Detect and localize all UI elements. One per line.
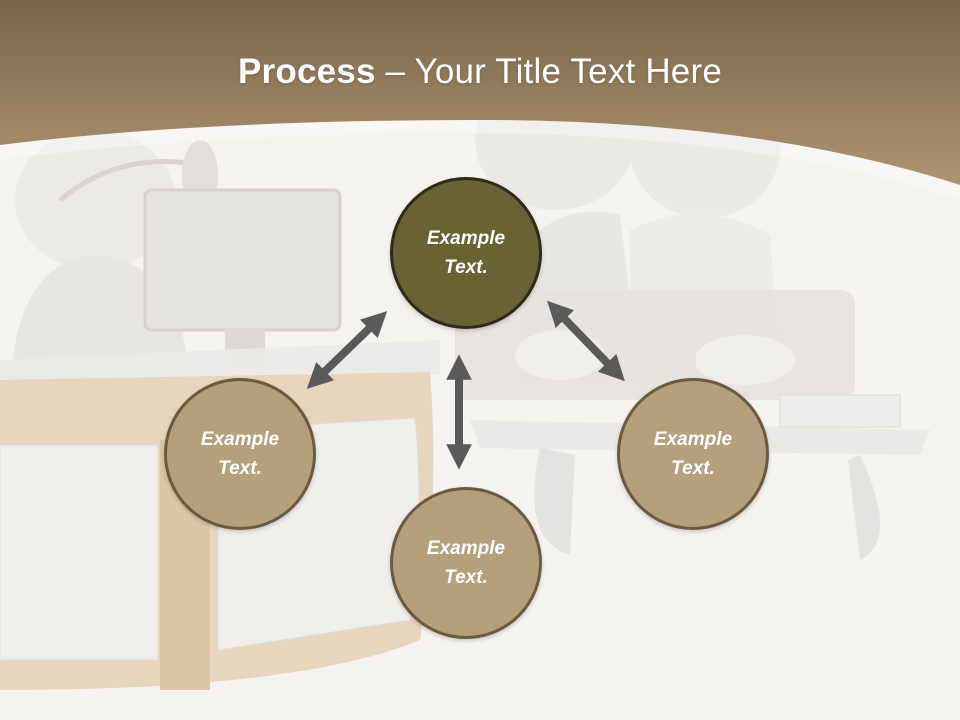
process-node-bottom[interactable]: Example Text. (390, 487, 542, 639)
slide-title: Process – Your Title Text Here (0, 52, 960, 92)
header-band (0, 0, 960, 200)
title-bold: Process (238, 52, 376, 91)
process-node-top[interactable]: Example Text. (390, 177, 542, 329)
process-node-left[interactable]: Example Text. (164, 378, 316, 530)
title-rest: – Your Title Text Here (375, 52, 722, 91)
process-node-right[interactable]: Example Text. (617, 378, 769, 530)
